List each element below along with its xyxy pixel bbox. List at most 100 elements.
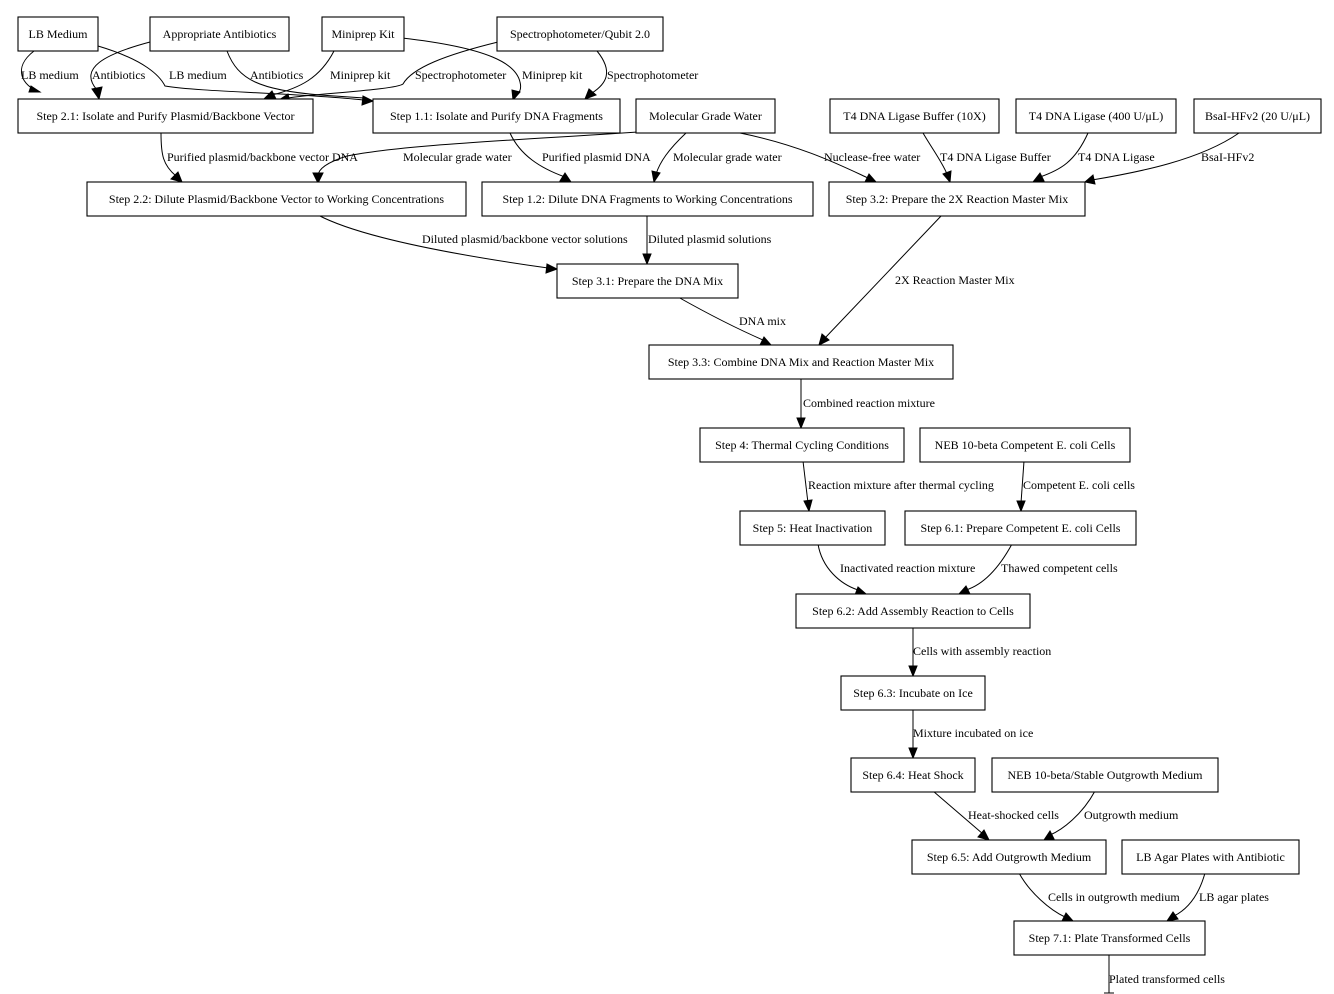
node-t4-ligase-buffer[interactable]: T4 DNA Ligase Buffer (10X) [829, 98, 1000, 134]
node-step-2-2[interactable]: Step 2.2: Dilute Plasmid/Backbone Vector… [86, 181, 467, 217]
edge-step-6-2-to-step-6-3: Cells with assembly reaction [908, 627, 1051, 678]
node-step-6-4[interactable]: Step 6.4: Heat Shock [850, 757, 976, 793]
node-step-1-2[interactable]: Step 1.2: Dilute DNA Fragments to Workin… [481, 181, 814, 217]
edge-step-3-3-to-step-4: Combined reaction mixture [796, 379, 935, 430]
edge-step-1-1-to-step-1-2: Purified plasmid DNA [509, 132, 651, 183]
node-label: LB Medium [29, 27, 89, 41]
node-label: BsaI-HFv2 (20 U/μL) [1205, 109, 1310, 123]
edge-label: BsaI-HFv2 [1201, 150, 1254, 164]
node-step-3-3[interactable]: Step 3.3: Combine DNA Mix and Reaction M… [648, 344, 954, 380]
node-label: Molecular Grade Water [649, 109, 762, 123]
node-t4-ligase[interactable]: T4 DNA Ligase (400 U/μL) [1015, 98, 1177, 134]
node-label: Spectrophotometer/Qubit 2.0 [510, 27, 650, 41]
edge-label: DNA mix [739, 314, 786, 328]
node-label: Step 1.1: Isolate and Purify DNA Fragmen… [390, 109, 603, 123]
node-neb-10-beta-cells[interactable]: NEB 10-beta Competent E. coli Cells [919, 427, 1131, 463]
edge-label: LB medium [169, 68, 227, 82]
node-step-3-2[interactable]: Step 3.2: Prepare the 2X Reaction Master… [828, 181, 1086, 217]
node-step-4[interactable]: Step 4: Thermal Cycling Conditions [699, 427, 905, 463]
edge-water-to-step-3-2: Nuclease-free water [739, 132, 920, 183]
node-label: LB Agar Plates with Antibiotic [1136, 850, 1285, 864]
edge-label: Diluted plasmid/backbone vector solution… [422, 232, 628, 246]
edge-step-7-1-output: Plated transformed cells [1104, 955, 1225, 994]
edge-label: Mixture incubated on ice [913, 726, 1033, 740]
node-label: Step 3.3: Combine DNA Mix and Reaction M… [668, 355, 934, 369]
node-appropriate-antibiotics[interactable]: Appropriate Antibiotics [149, 16, 290, 52]
node-miniprep-kit[interactable]: Miniprep Kit [321, 16, 405, 52]
node-step-6-3[interactable]: Step 6.3: Incubate on Ice [840, 675, 986, 711]
node-step-6-5[interactable]: Step 6.5: Add Outgrowth Medium [911, 839, 1107, 875]
edge-buffer-to-step-3-2: T4 DNA Ligase Buffer [922, 132, 1051, 184]
edge-spectro-to-step-1-1: Spectrophotometer [584, 50, 698, 100]
edge-step-4-to-step-5: Reaction mixture after thermal cycling [802, 460, 994, 513]
edge-label: LB medium [21, 68, 79, 82]
edge-lb-medium-to-step-2-1: LB medium [21, 50, 79, 93]
node-label: Step 5: Heat Inactivation [753, 521, 873, 535]
node-label: Step 6.4: Heat Shock [862, 768, 963, 782]
edge-label: Inactivated reaction mixture [840, 561, 975, 575]
edge-label: Purified plasmid DNA [542, 150, 651, 164]
edge-step-3-1-to-step-3-3: DNA mix [677, 296, 786, 346]
node-label: Miniprep Kit [332, 27, 396, 41]
node-label: NEB 10-beta Competent E. coli Cells [935, 438, 1116, 452]
edge-label: Reaction mixture after thermal cycling [808, 478, 994, 492]
edge-antibiotics-to-step-2-1: Antibiotics [90, 41, 151, 101]
edge-step-2-2-to-step-3-1: Diluted plasmid/backbone vector solution… [317, 214, 628, 274]
edge-step-1-2-to-step-3-1: Diluted plasmid solutions [642, 215, 772, 266]
node-lb-medium[interactable]: LB Medium [17, 16, 99, 52]
node-molecular-grade-water[interactable]: Molecular Grade Water [635, 98, 776, 134]
node-label: Step 3.1: Prepare the DNA Mix [572, 274, 723, 288]
edge-outgrowth-to-step-6-5: Outgrowth medium [1042, 790, 1179, 841]
nodes: LB Medium Appropriate Antibiotics Minipr… [17, 16, 1322, 956]
node-label: Step 2.2: Dilute Plasmid/Backbone Vector… [109, 192, 445, 206]
node-label: Step 4: Thermal Cycling Conditions [715, 438, 889, 452]
edge-label: LB agar plates [1199, 890, 1269, 904]
node-neb-outgrowth-medium[interactable]: NEB 10-beta/Stable Outgrowth Medium [991, 757, 1219, 793]
edge-step-5-to-step-6-2: Inactivated reaction mixture [817, 543, 975, 596]
node-step-6-1[interactable]: Step 6.1: Prepare Competent E. coli Cell… [904, 510, 1137, 546]
edge-label: Molecular grade water [673, 150, 782, 164]
edge-label: Nuclease-free water [824, 150, 920, 164]
edge-water-to-step-2-2: Molecular grade water [312, 131, 639, 185]
edge-label: Miniprep kit [330, 68, 391, 82]
edge-label: Diluted plasmid solutions [648, 232, 772, 246]
edge-step-6-5-to-step-7-1: Cells in outgrowth medium [1018, 872, 1180, 922]
edge-label: Antibiotics [250, 68, 304, 82]
edges: LB medium Antibiotics LB medium Antibiot… [21, 37, 1269, 994]
edge-label: Plated transformed cells [1109, 972, 1225, 986]
node-step-1-1[interactable]: Step 1.1: Isolate and Purify DNA Fragmen… [372, 98, 621, 134]
node-step-2-1[interactable]: Step 2.1: Isolate and Purify Plasmid/Bac… [17, 98, 314, 134]
edge-water-to-step-1-2: Molecular grade water [651, 132, 782, 184]
node-spectrophotometer[interactable]: Spectrophotometer/Qubit 2.0 [496, 16, 664, 52]
edge-miniprep-to-step-1-1: Miniprep kit [401, 37, 583, 102]
node-label: T4 DNA Ligase (400 U/μL) [1029, 109, 1163, 123]
edge-step-2-1-to-step-2-2: Purified plasmid/backbone vector DNA [160, 132, 358, 183]
edge-label: Outgrowth medium [1084, 808, 1179, 822]
edge-label: Antibiotics [92, 68, 146, 82]
node-step-5[interactable]: Step 5: Heat Inactivation [739, 510, 886, 546]
edge-label: Heat-shocked cells [968, 808, 1059, 822]
node-label: Appropriate Antibiotics [163, 27, 277, 41]
edge-label: Competent E. coli cells [1023, 478, 1135, 492]
node-label: Step 6.1: Prepare Competent E. coli Cell… [921, 521, 1121, 535]
node-lb-agar-plates[interactable]: LB Agar Plates with Antibiotic [1121, 839, 1300, 875]
node-label: Step 6.5: Add Outgrowth Medium [927, 850, 1092, 864]
edge-label: 2X Reaction Master Mix [895, 273, 1015, 287]
edge-label: T4 DNA Ligase Buffer [940, 150, 1051, 164]
node-label: T4 DNA Ligase Buffer (10X) [843, 109, 985, 123]
edge-label: Purified plasmid/backbone vector DNA [167, 150, 358, 164]
edge-label: Spectrophotometer [415, 68, 506, 82]
edge-step-6-1-to-step-6-2: Thawed competent cells [957, 543, 1118, 595]
node-label: Step 1.2: Dilute DNA Fragments to Workin… [502, 192, 792, 206]
node-step-6-2[interactable]: Step 6.2: Add Assembly Reaction to Cells [795, 593, 1031, 629]
node-label: Step 7.1: Plate Transformed Cells [1029, 931, 1191, 945]
node-bsai-hfv2[interactable]: BsaI-HFv2 (20 U/μL) [1193, 98, 1322, 134]
node-step-3-1[interactable]: Step 3.1: Prepare the DNA Mix [556, 263, 739, 299]
node-step-7-1[interactable]: Step 7.1: Plate Transformed Cells [1013, 920, 1206, 956]
edge-label: Molecular grade water [403, 150, 512, 164]
node-label: NEB 10-beta/Stable Outgrowth Medium [1008, 768, 1204, 782]
node-label: Step 3.2: Prepare the 2X Reaction Master… [846, 192, 1069, 206]
edge-label: Cells with assembly reaction [913, 644, 1051, 658]
edge-step-6-3-to-step-6-4: Mixture incubated on ice [908, 709, 1033, 760]
edge-label: Cells in outgrowth medium [1048, 890, 1180, 904]
